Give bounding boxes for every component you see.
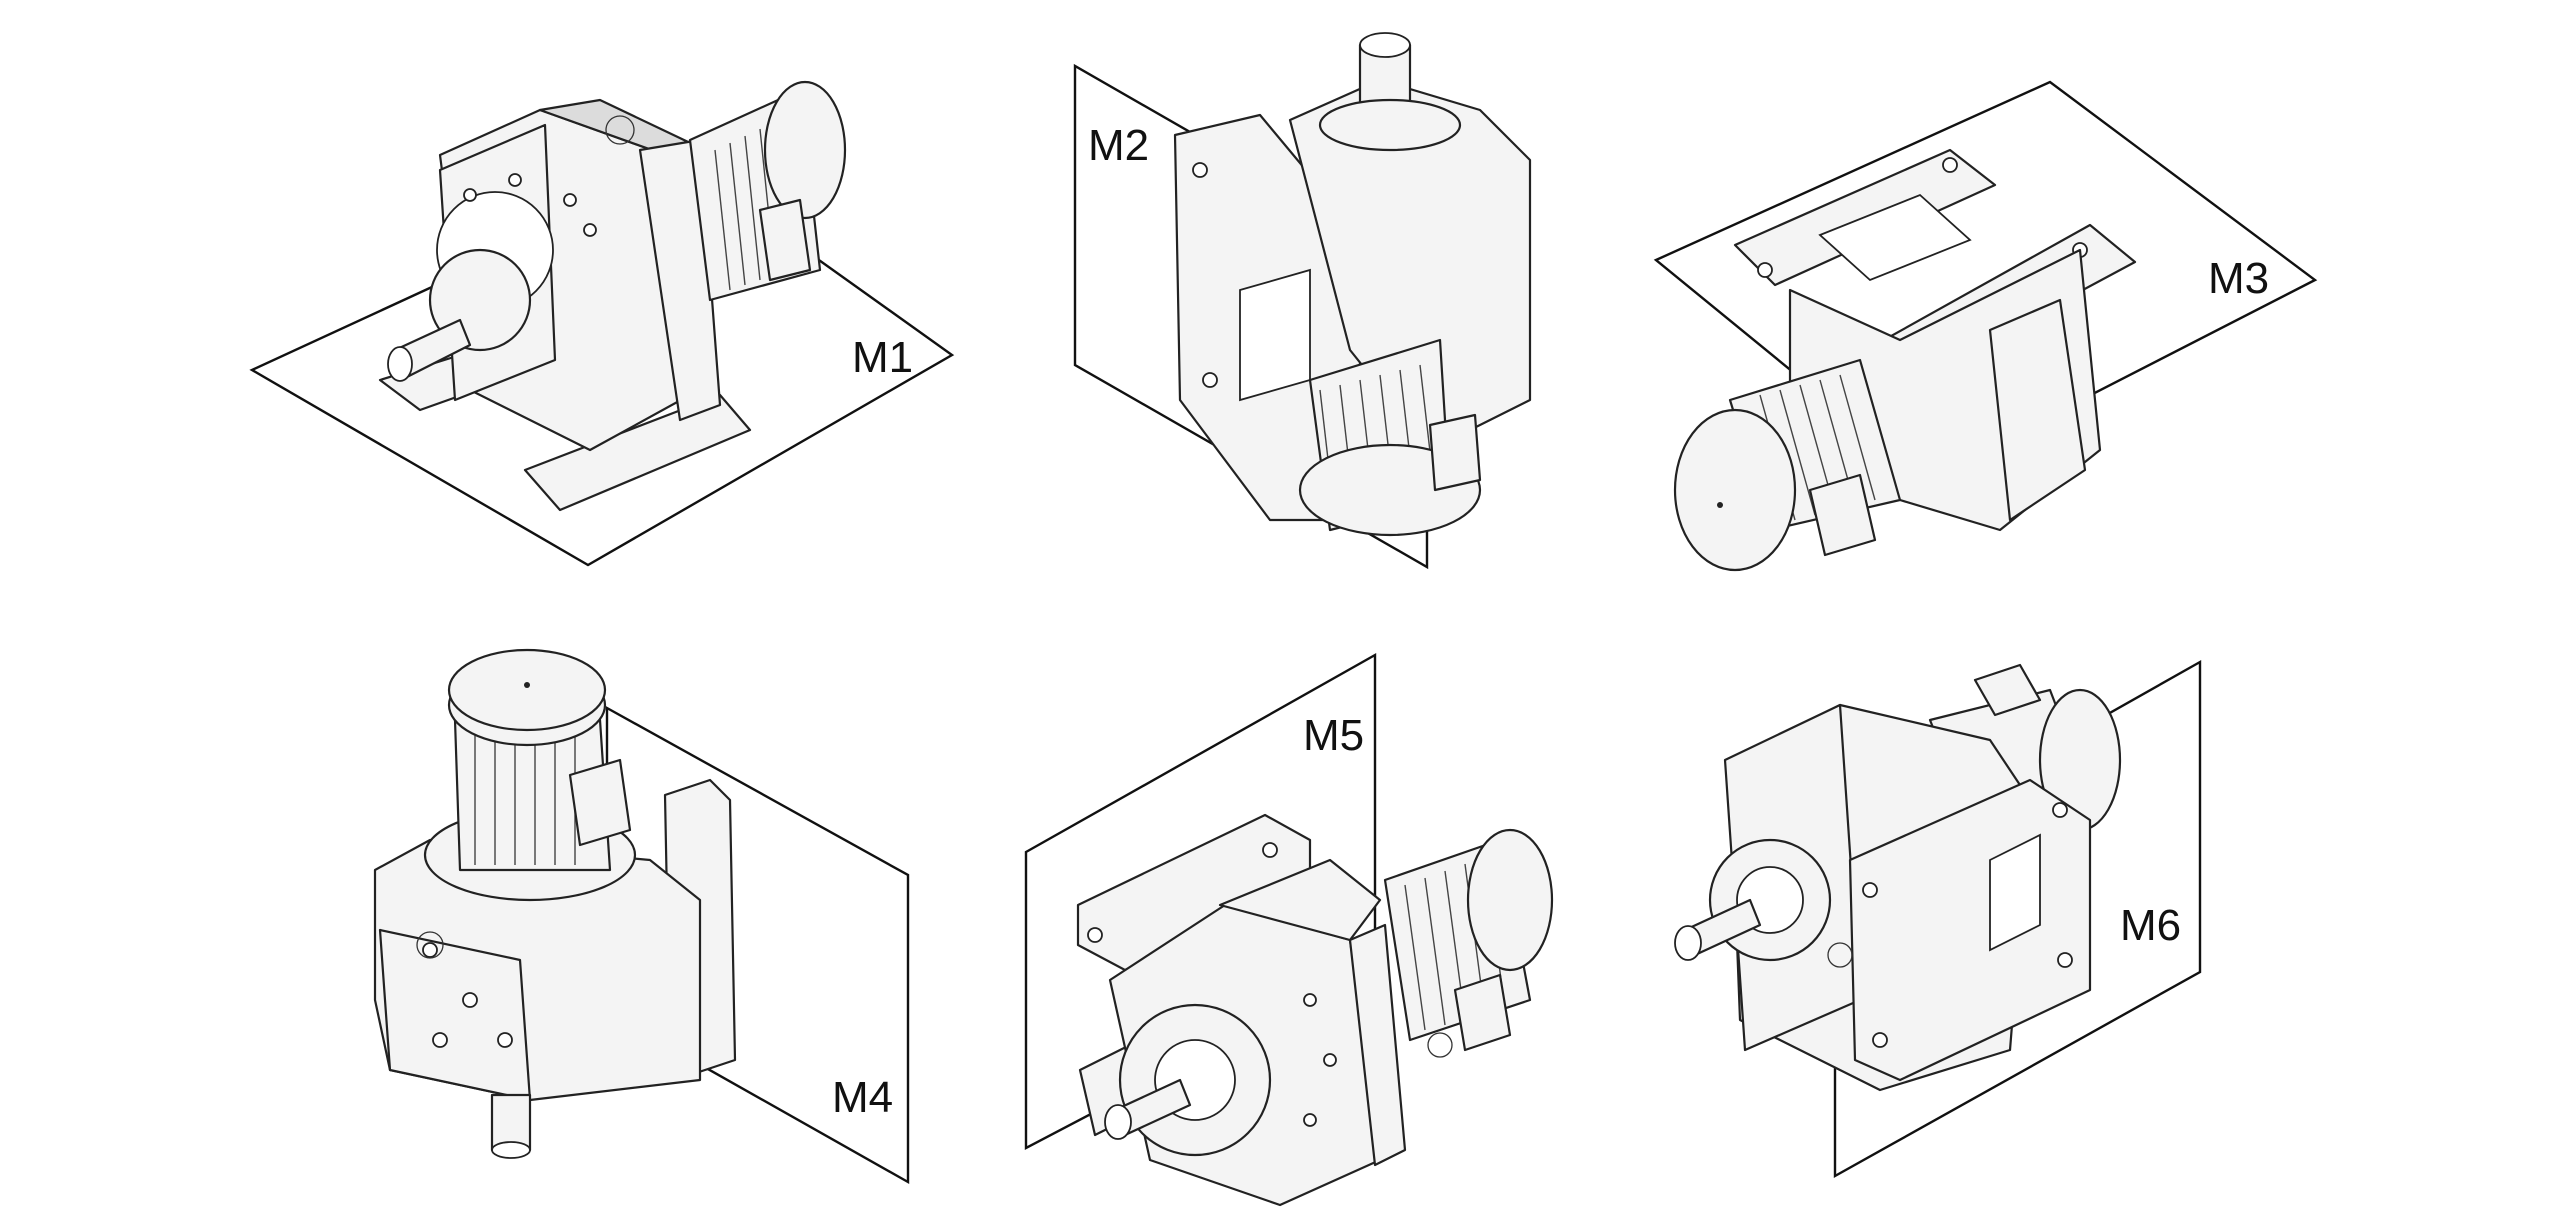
- position-label-m5: M5: [1303, 711, 1364, 760]
- mounting-position-m4: M4: [373, 648, 910, 1185]
- mounting-position-m6: M6: [1674, 659, 2202, 1179]
- position-label-m2: M2: [1088, 121, 1149, 170]
- position-label-m4: M4: [832, 1073, 893, 1122]
- mounting-position-m1: M1: [249, 80, 955, 567]
- mounting-position-m3: M3: [1653, 80, 2318, 572]
- mounting-position-m2: M2: [1073, 32, 1532, 570]
- position-label-m3: M3: [2208, 254, 2269, 303]
- position-label-m1: M1: [852, 333, 913, 382]
- mounting-position-m5: M5: [1024, 652, 1554, 1207]
- position-label-m6: M6: [2120, 901, 2181, 950]
